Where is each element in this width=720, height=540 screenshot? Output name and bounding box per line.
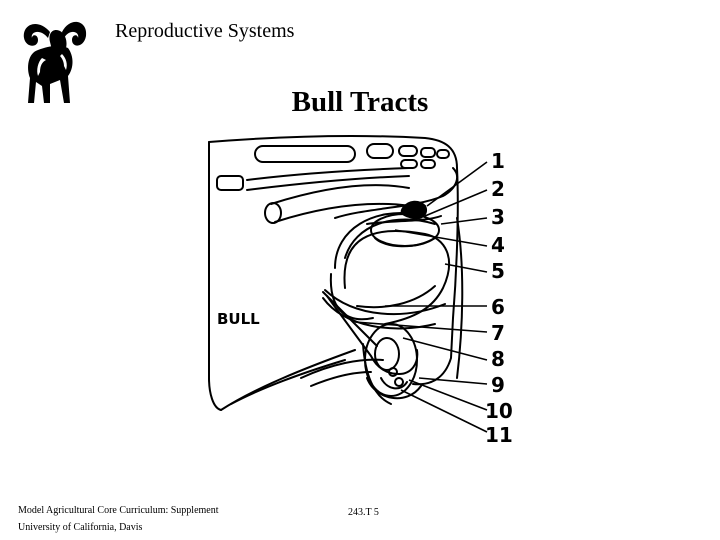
slide-title: Bull Tracts [291,86,429,118]
header-title: Reproductive Systems [115,20,295,42]
footer-university: University of California, Davis [18,522,143,533]
callout-7: 7 [491,321,505,345]
footer-credits: Model Agricultural Core Curriculum: Supp… [18,502,219,536]
callout-2: 2 [491,177,505,201]
species-label: BULL [217,310,260,328]
callout-1: 1 [491,149,505,173]
bull-tract-diagram: 1 2 3 4 5 6 7 8 9 10 11 BULL [208,134,513,447]
slide-code: 243.T 5 [348,507,379,518]
callout-6: 6 [491,295,505,319]
callout-8: 8 [491,347,505,371]
callout-4: 4 [491,233,505,257]
callout-10: 10 [485,399,513,423]
ram-icon [23,21,87,103]
footer-curriculum: Model Agricultural Core Curriculum: Supp… [18,505,219,516]
callout-11: 11 [485,423,513,447]
callout-3: 3 [491,205,505,229]
callout-5: 5 [491,259,505,283]
callout-9: 9 [491,373,505,397]
